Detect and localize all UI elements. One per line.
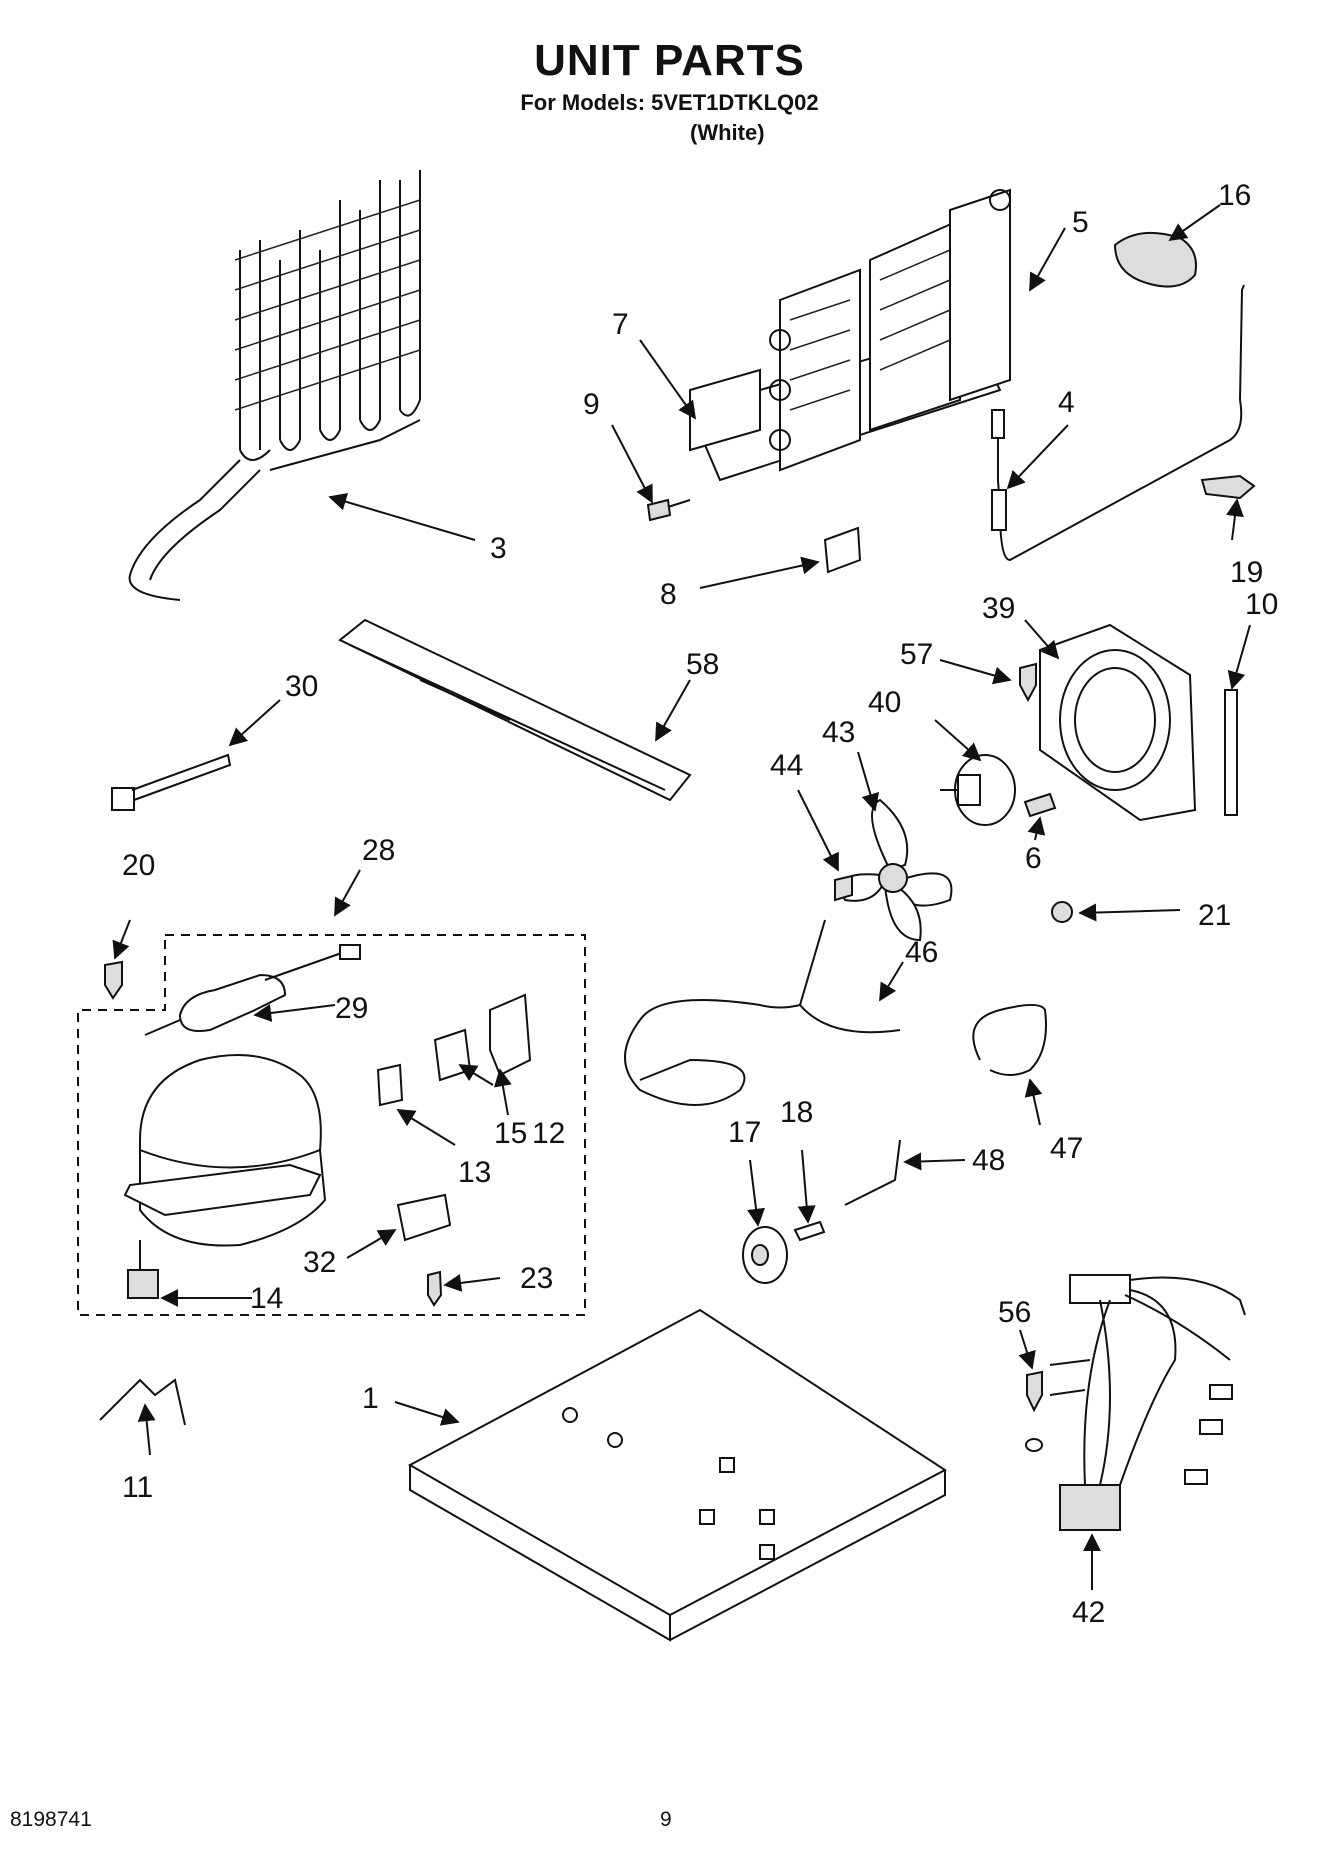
callout-3: 3 xyxy=(490,532,507,565)
callout-12: 12 xyxy=(532,1117,565,1150)
callout-1: 1 xyxy=(362,1382,379,1415)
callout-28: 28 xyxy=(362,834,395,867)
clip-19-part xyxy=(1200,474,1256,500)
callout-10: 10 xyxy=(1245,588,1278,621)
callout-42: 42 xyxy=(1072,1596,1105,1629)
callout-39: 39 xyxy=(982,592,1015,625)
callout-20: 20 xyxy=(122,849,155,882)
callout-5: 5 xyxy=(1072,206,1089,239)
relay-15-part xyxy=(433,1028,472,1082)
screw-56-part xyxy=(1025,1370,1043,1452)
tie-strap-30-part xyxy=(111,753,232,811)
callout-48: 48 xyxy=(972,1144,1005,1177)
overload-13-part xyxy=(376,1063,404,1107)
callout-13: 13 xyxy=(458,1156,491,1189)
screw-20-part xyxy=(104,960,123,1000)
wire-harness-42-part xyxy=(1049,1274,1246,1531)
strip-10-part xyxy=(1224,689,1238,816)
callout-9: 9 xyxy=(583,388,600,421)
callout-16: 16 xyxy=(1218,179,1251,212)
page-title: UNIT PARTS xyxy=(534,36,805,85)
screw-6-part xyxy=(1023,792,1057,818)
screw-9-part xyxy=(646,498,691,522)
screw-57-part xyxy=(1019,662,1037,703)
callout-8: 8 xyxy=(660,578,677,611)
fan-motor-40-part xyxy=(940,754,1016,826)
callout-19: 19 xyxy=(1230,556,1263,589)
tube-46-part xyxy=(624,919,901,1106)
clip-11-part xyxy=(99,1378,186,1426)
document-number: 8198741 xyxy=(10,1808,92,1831)
model-line: For Models: 5VET1DTKLQ02 xyxy=(520,90,819,115)
color-line: (White) xyxy=(690,120,765,145)
tube-48-part xyxy=(844,1139,901,1206)
cover-16-part xyxy=(1113,231,1197,288)
screw-23-part xyxy=(427,1270,443,1307)
tube-47-part xyxy=(972,1004,1047,1076)
callout-32: 32 xyxy=(303,1246,336,1279)
base-pan-1-part xyxy=(407,1308,947,1642)
relay-cover-12-part xyxy=(489,993,532,1077)
filter-drier-29-part xyxy=(144,944,361,1036)
fan-shroud-39-part xyxy=(1039,623,1197,822)
compressor-kit-28-group xyxy=(77,934,586,1316)
callout-6: 6 xyxy=(1025,842,1042,875)
nut-21-part xyxy=(1051,901,1073,923)
clip-8-part xyxy=(823,526,862,574)
sensor-wire-4-part xyxy=(991,284,1245,562)
compressor-part xyxy=(123,1054,327,1299)
axle-18-part xyxy=(793,1220,826,1242)
callout-leaders xyxy=(112,204,1251,1590)
condenser-coil-part xyxy=(128,170,421,601)
capacitor-32-part xyxy=(396,1193,452,1242)
callout-4: 4 xyxy=(1058,386,1075,419)
callout-43: 43 xyxy=(822,716,855,749)
drain-pan-58-part xyxy=(338,618,692,802)
callout-30: 30 xyxy=(285,670,318,703)
page-number: 9 xyxy=(660,1808,672,1831)
callout-7: 7 xyxy=(612,308,629,341)
evaporator-assembly-part xyxy=(688,188,1011,482)
callout-labels: 1 3 4 5 6 7 8 9 10 11 12 13 14 15 16 17 … xyxy=(122,179,1278,1629)
clip-44-part xyxy=(834,874,853,902)
callout-29: 29 xyxy=(335,992,368,1025)
roller-17-part xyxy=(742,1226,788,1284)
fan-blade-43-part xyxy=(840,798,953,942)
callout-11: 11 xyxy=(122,1471,153,1504)
callout-17: 17 xyxy=(728,1116,761,1149)
callout-18: 18 xyxy=(780,1096,813,1129)
callout-40: 40 xyxy=(868,686,901,719)
callout-21: 21 xyxy=(1198,899,1231,932)
callout-14: 14 xyxy=(250,1282,283,1315)
callout-23: 23 xyxy=(520,1262,553,1295)
callout-56: 56 xyxy=(998,1296,1031,1329)
callout-58: 58 xyxy=(686,648,719,681)
callout-47: 47 xyxy=(1050,1132,1083,1165)
callout-46: 46 xyxy=(905,936,938,969)
callout-15: 15 xyxy=(494,1117,527,1150)
callout-57: 57 xyxy=(900,638,933,671)
callout-44: 44 xyxy=(770,749,803,782)
